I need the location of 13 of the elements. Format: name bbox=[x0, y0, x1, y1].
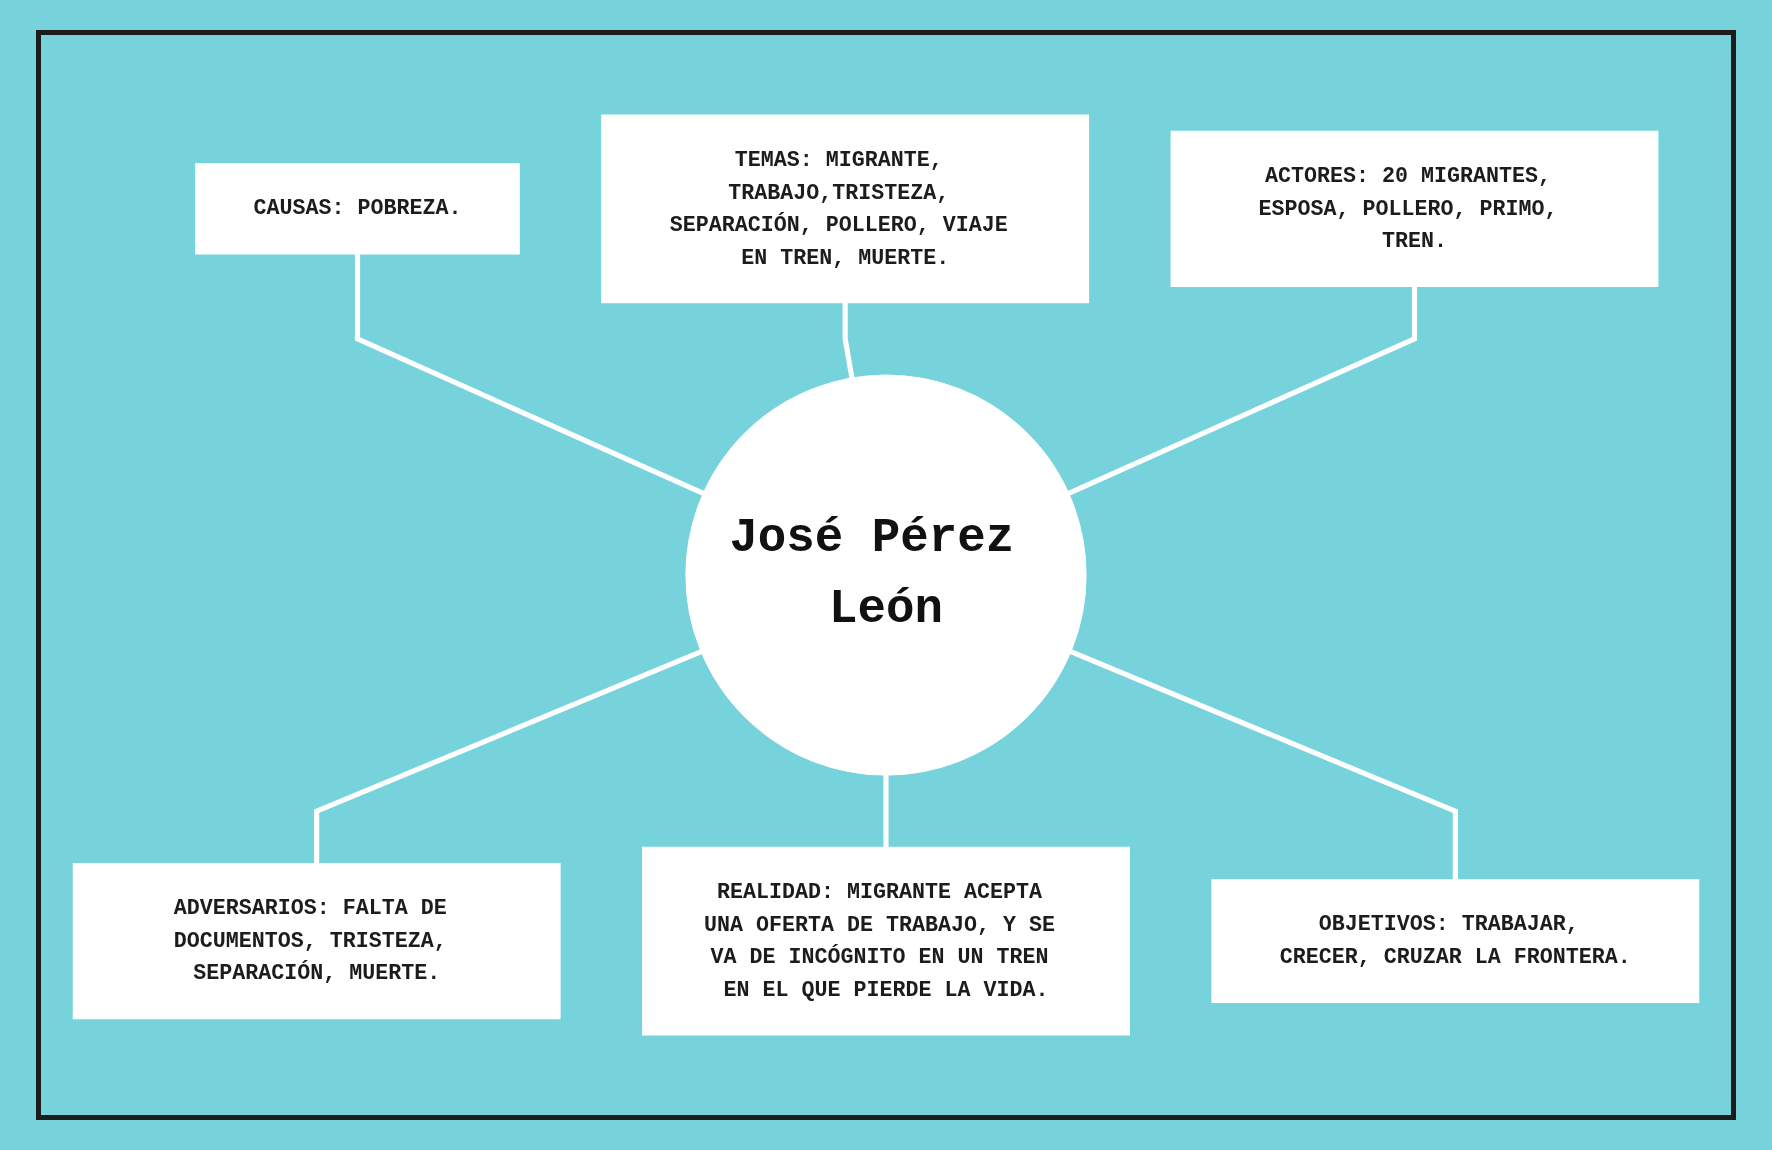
node-box: OBJETIVOS: TRABAJAR, CRECER, CRUZAR LA FRONTERA. bbox=[1211, 879, 1700, 1004]
connector bbox=[354, 253, 705, 496]
connector bbox=[1067, 286, 1418, 496]
node-box: ADVERSARIOS: FALTA DE DOCUMENTOS, TRISTEZA, SEPARACIÓN, MUERTE. bbox=[72, 863, 561, 1020]
node-box: REALIDAD: MIGRANTE ACEPTA UNA OFERTA DE TRABAJO, Y SE VA DE INCÓGNITO EN UN TREN EN EL QUE PIERDE LA VIDA. bbox=[642, 846, 1130, 1036]
connector bbox=[842, 302, 855, 379]
connector bbox=[883, 775, 889, 848]
node-box: CAUSAS: POBREZA. bbox=[195, 163, 520, 255]
connector bbox=[1069, 649, 1458, 880]
connector bbox=[314, 649, 703, 864]
node-circle: José Pérez León bbox=[685, 374, 1087, 776]
node-box: ACTORES: 20 MIGRANTES, ESPOSA, POLLERO, PRIMO, TREN. bbox=[1170, 130, 1659, 287]
node-box: TEMAS: MIGRANTE, TRABAJO,TRISTEZA, SEPARACIÓN, POLLERO, VIAJE EN TREN, MUERTE. bbox=[601, 114, 1090, 304]
